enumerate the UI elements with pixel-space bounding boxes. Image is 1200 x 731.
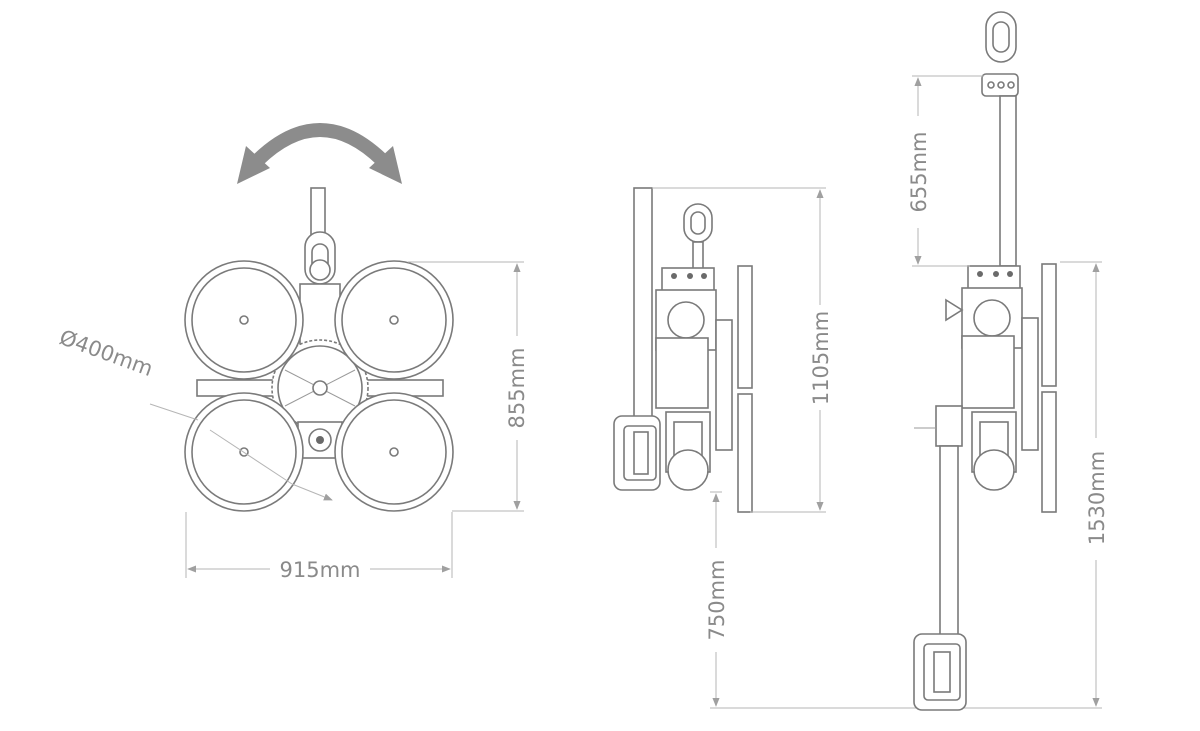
suction-cup [334,392,454,512]
arm [633,187,653,421]
handle [913,633,967,711]
rotation-arrow-icon [237,123,402,184]
arm-length-label: 750mm [705,560,729,641]
front-view: Ø400mm 915mm 855mm [56,123,529,582]
pad-frame [715,319,733,451]
front-height-label: 855mm [505,348,529,429]
suction-pad [737,393,753,513]
hook [304,187,336,285]
handle [613,415,661,491]
chain-length-label: 655mm [907,132,931,213]
diameter-label: Ø400mm [56,325,156,381]
hook [683,203,713,271]
suction-pad [1041,391,1057,513]
suction-cup [184,260,304,380]
pivot [935,405,963,447]
control-box [655,337,709,409]
total-length-label: 1530mm [1085,451,1109,545]
mount-plate [967,265,1021,291]
motor-disk [271,339,369,437]
side-height-label: 1105mm [809,311,833,405]
pad-frame [1021,317,1039,451]
mount-plate [661,267,715,293]
suction-pad [737,265,753,389]
arm [939,445,959,643]
extension-rod [999,95,1017,267]
extended-view: 655mm 1530mm [907,11,1109,711]
hook [981,11,1019,97]
width-label: 915mm [280,558,361,582]
suction-pad [1041,263,1057,387]
control-box [961,335,1015,409]
suction-cup [334,260,454,380]
side-view: 1105mm 750mm [613,187,1102,709]
